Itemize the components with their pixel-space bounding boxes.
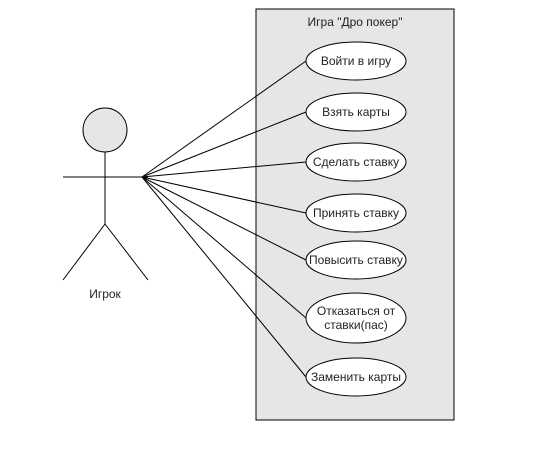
- association-line: [141, 176, 307, 214]
- association-lines: [141, 60, 307, 378]
- use-case-label: Повысить ставку: [309, 253, 403, 267]
- use-case-ellipse: [305, 41, 407, 81]
- use-case: Взять карты: [305, 92, 407, 132]
- use-case: Войти в игру: [305, 41, 407, 81]
- association-line: [141, 176, 307, 378]
- actor-head: [82, 107, 128, 153]
- actor-right-leg: [104, 223, 149, 281]
- actor-left-leg: [62, 223, 106, 281]
- actor-player: Игрок: [62, 107, 149, 301]
- actor-label: Игрок: [89, 287, 121, 301]
- use-case-ellipse: [305, 240, 407, 280]
- association-line: [141, 60, 307, 178]
- association-line: [141, 176, 307, 319]
- use-case: Принять ставку: [305, 193, 407, 233]
- use-case-ellipse: [305, 292, 407, 344]
- association-line: [141, 161, 307, 178]
- use-case: Сделать ставку: [305, 142, 407, 182]
- use-case-ellipse: [305, 193, 407, 233]
- use-case-ellipse: [305, 357, 407, 397]
- use-case-label: Отказаться от: [317, 304, 396, 318]
- system-title: Игра "Дро покер": [308, 15, 403, 29]
- use-case-label: Войти в игру: [321, 54, 391, 68]
- use-case-ellipse: [305, 92, 407, 132]
- use-case-label: Сделать ставку: [313, 155, 399, 169]
- use-case-label: Заменить карты: [311, 370, 401, 384]
- use-case-label: Взять карты: [322, 105, 390, 119]
- use-case: Повысить ставку: [305, 240, 407, 280]
- association-line: [141, 176, 307, 261]
- use-case-label: ставки(пас): [324, 318, 388, 332]
- use-case: Заменить карты: [305, 357, 407, 397]
- association-line: [141, 111, 307, 178]
- use-case-label: Принять ставку: [313, 206, 399, 220]
- use-case-ellipse: [305, 142, 407, 182]
